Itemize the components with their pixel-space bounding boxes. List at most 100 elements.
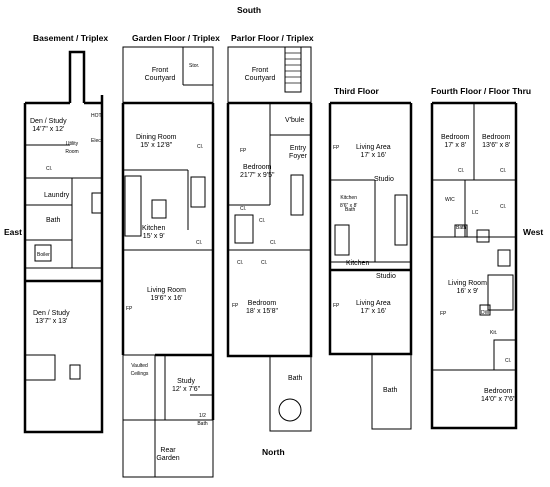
garden-rear-garden: Rear Garden [156, 447, 180, 462]
garden-closet-1: Cl. [197, 144, 204, 150]
parlor-bedroom-top: Bedroom 21'7" x 9'5" [240, 164, 275, 180]
room-dimensions: 14'0" x 7'6" [481, 396, 516, 403]
room-dimensions: 19'6" x 16' [150, 295, 183, 302]
third-floor-walls [328, 101, 413, 356]
room-name: Bedroom [247, 300, 277, 307]
room-name: Kitchen [340, 195, 357, 201]
garden-vaulted-ceilings: Vaulted Ceilings [130, 363, 149, 377]
parlor-entry-foyer: Entry Foyer [289, 145, 307, 160]
room-name: Study [177, 378, 196, 385]
basement-walls [23, 50, 104, 434]
room-name: Bedroom [482, 134, 511, 141]
garden-fireplace: FP [126, 306, 133, 312]
room-name: Living Room [448, 280, 487, 287]
fourth-living-room: Living Room 16' x 9' [448, 280, 487, 296]
room-name: Living Area [356, 300, 391, 307]
room-dimensions: 13'6" x 8' [482, 142, 511, 149]
third-floor-title: Third Floor [334, 86, 379, 96]
fourth-bath: Bath [456, 225, 467, 231]
fourth-bedroom-2: Bedroom 13'6" x 8' [482, 134, 510, 150]
fourth-fireplace: FP [440, 311, 447, 317]
room-dimensions: 15' x 9' [142, 233, 165, 240]
garden-floor-title: Garden Floor / Triplex [132, 33, 220, 43]
room-name: Bedroom [441, 134, 470, 141]
garden-half-bath: 1/2 Bath [197, 413, 208, 427]
compass-south: South [237, 5, 262, 15]
room-dimensions: 17' x 16' [360, 152, 387, 159]
parlor-closet-3: Cl. [270, 240, 277, 246]
basement-hot: HOT [91, 113, 102, 119]
garden-study: Study 12' x 7'6" [172, 378, 200, 394]
room-dimensions: 15' x 12'8" [140, 142, 173, 149]
parlor-closet-1: Cl. [240, 206, 247, 212]
parlor-closet-4: Cl. [237, 260, 244, 266]
room-dimensions: 12' x 7'6" [172, 386, 201, 393]
fourth-walk-in-closet: WIC [445, 197, 455, 203]
third-living-area-top: Living Area 17' x 16' [356, 144, 391, 160]
room-name: Bedroom [243, 164, 272, 171]
garden-kitchen: Kitchen 15' x 9' [142, 225, 165, 241]
third-fireplace-2: FP [333, 303, 340, 309]
room-name: Dining Room [136, 134, 177, 141]
room-dimensions: 16' x 9' [456, 288, 479, 295]
garden-closet-2: Cl. [196, 240, 203, 246]
room-name: Kitchen [142, 225, 166, 232]
fourth-closet-2: Cl. [500, 168, 507, 174]
fourth-closet-4: Cl. [505, 358, 512, 364]
basement-laundry: Laundry [44, 192, 70, 199]
parlor-closet-5: Cl. [261, 260, 268, 266]
room-dimensions: 18' x 15'8" [246, 308, 279, 315]
room-dimensions: 13'7" x 13' [35, 318, 68, 325]
garden-living-room: Living Room 19'6" x 16' [147, 287, 186, 303]
room-name: Living Room [147, 287, 186, 294]
compass-east: East [4, 227, 22, 237]
room-dimensions: 14'7" x 12' [32, 126, 65, 133]
parlor-bedroom-bottom: Bedroom 18' x 15'8" [246, 300, 278, 316]
basement-bath: Bath [46, 217, 61, 224]
basement-closet: Cl. [46, 166, 53, 172]
fourth-floor-title: Fourth Floor / Floor Thru [431, 86, 532, 96]
garden-storage: Stor. [189, 63, 200, 69]
fourth-closet-3: Cl. [500, 204, 507, 210]
room-dimensions: 8'6" x 8' [340, 203, 358, 209]
fourth-bedroom-3: Bedroom 14'0" x 7'6" [481, 388, 516, 404]
third-living-area-bottom: Living Area 17' x 16' [356, 300, 391, 316]
third-studio-top: Studio [374, 176, 394, 183]
fourth-kitchen: Kit. [490, 330, 498, 336]
parlor-fireplace-2: FP [232, 303, 239, 309]
basement-title: Basement / Triplex [33, 33, 109, 43]
garden-front-courtyard: Front Courtyard [144, 67, 176, 82]
fourth-bedroom-1: Bedroom 17' x 8' [441, 134, 469, 150]
fourth-closet-1: Cl. [458, 168, 465, 174]
third-bath-1: Bath [345, 207, 356, 213]
basement-boiler: Boiler [37, 252, 50, 258]
fourth-linen-closet: LC [472, 210, 479, 216]
fourth-dishwasher: DW [481, 310, 490, 316]
basement-den-bottom: Den / Study 13'7" x 13' [33, 310, 70, 326]
room-dimensions: 17' x 16' [360, 308, 387, 315]
basement-utility-room: Utility Room [65, 141, 79, 155]
parlor-floor-title: Parlor Floor / Triplex [231, 33, 314, 43]
third-studio-bottom: Studio [376, 273, 396, 280]
room-name: Bedroom [484, 388, 513, 395]
third-bath-2: Bath [383, 387, 398, 394]
parlor-front-courtyard: Front Courtyard [244, 67, 276, 82]
room-name: Den / Study [30, 118, 67, 125]
compass-north: North [262, 447, 285, 457]
compass-west: West [523, 227, 544, 237]
room-dimensions: 21'7" x 9'5" [240, 172, 275, 179]
basement-elec: Elec [91, 138, 101, 144]
garden-dining-room: Dining Room 15' x 12'8" [136, 134, 176, 150]
parlor-vestibule: V'bule [285, 117, 305, 124]
room-name: Den / Study [33, 310, 70, 317]
room-name: Living Area [356, 144, 391, 151]
basement-den-top: Den / Study 14'7" x 12' [30, 118, 67, 134]
third-kitchen: Kitchen [346, 260, 370, 267]
parlor-fireplace-1: FP [240, 148, 247, 154]
third-fireplace-1: FP [333, 145, 340, 151]
parlor-closet-2: Cl. [259, 218, 266, 224]
parlor-bath: Bath [288, 375, 303, 382]
room-dimensions: 17' x 8' [444, 142, 467, 149]
